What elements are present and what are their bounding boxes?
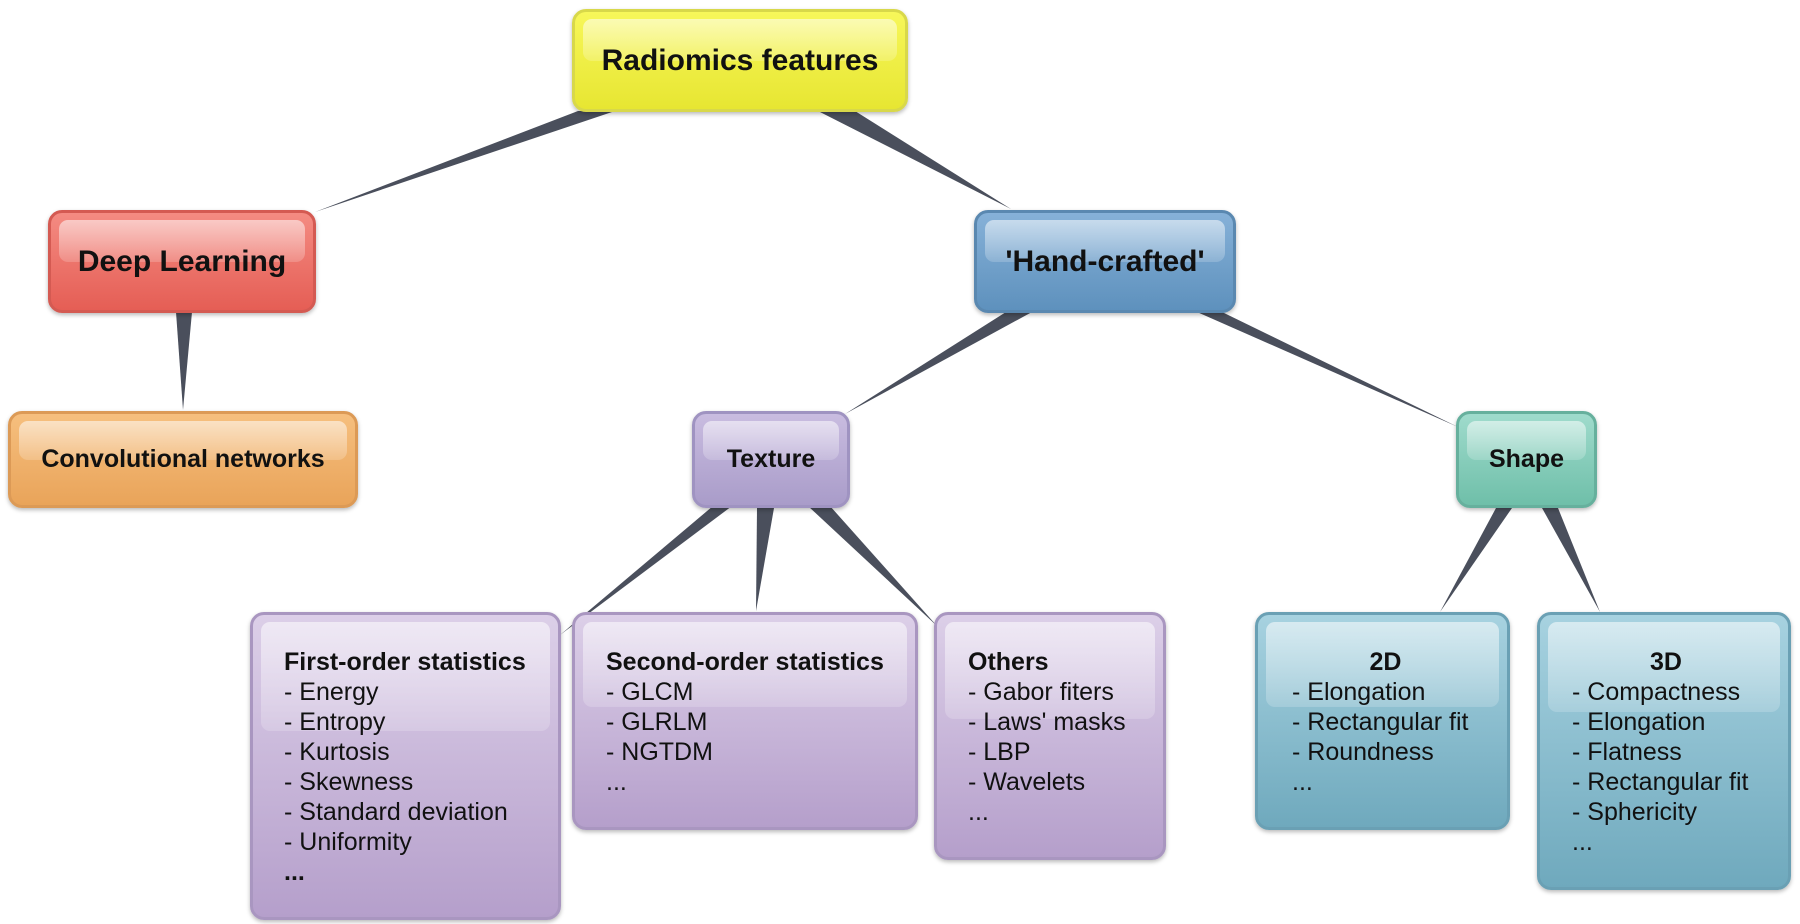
list-item: ... [1292, 768, 1313, 796]
list-item: - Wavelets [968, 768, 1086, 796]
list-item: - Sphericity [1572, 798, 1698, 826]
list-item: ... [968, 798, 989, 826]
list-item: - Elongation [1572, 708, 1706, 736]
texture-title: Texture [726, 445, 816, 473]
list-item: - Uniformity [284, 828, 412, 856]
list-item: - Compactness [1572, 678, 1741, 706]
second-order-statistics-list: - GLCM - GLRLM - NGTDM ... [606, 677, 915, 797]
connector-deep-learning-convolutional [176, 312, 192, 410]
shape-3d-title: 3D [1650, 648, 1682, 676]
list-item: - Rectangular fit [1572, 768, 1749, 796]
list-item: - Energy [284, 678, 379, 706]
shape-3d-list: - Compactness - Elongation - Flatness - … [1572, 677, 1788, 857]
list-item: - Kurtosis [284, 738, 390, 766]
list-item: ... [606, 768, 627, 796]
others-title: Others [968, 648, 1049, 676]
others-list: - Gabor fiters - Laws' masks - LBP - Wav… [968, 677, 1163, 827]
list-item: - Entropy [284, 708, 386, 736]
connector-root-deep-learning [315, 111, 615, 212]
list-item: ... [284, 858, 305, 886]
connector-texture-others [808, 506, 937, 626]
list-item: - Laws' masks [968, 708, 1126, 736]
connector-texture-first-order [560, 506, 732, 635]
connector-shape-3d [1542, 508, 1600, 612]
list-item: - Skewness [284, 768, 414, 796]
connector-shape-2d [1440, 508, 1512, 612]
list-item: - Gabor fiters [968, 678, 1114, 706]
shape-node: Shape [1456, 411, 1597, 508]
convolutional-networks-node: Convolutional networks [8, 411, 358, 508]
list-item: - GLCM [606, 678, 694, 706]
deep-learning-node: Deep Learning [48, 210, 316, 313]
texture-node: Texture [692, 411, 850, 508]
root-node-title: Radiomics features [601, 43, 879, 77]
shape-title: Shape [1488, 445, 1565, 473]
hand-crafted-title: 'Hand-crafted' [1005, 244, 1205, 278]
connector-hand-crafted-shape [1197, 312, 1458, 427]
list-item: - Rectangular fit [1292, 708, 1469, 736]
shape-2d-list: - Elongation - Rectangular fit - Roundne… [1292, 677, 1507, 797]
first-order-statistics-list: - Energy - Entropy - Kurtosis - Skewness… [284, 677, 558, 887]
hand-crafted-node: 'Hand-crafted' [974, 210, 1236, 313]
first-order-statistics-title: First-order statistics [284, 648, 526, 676]
others-node: Others - Gabor fiters - Laws' masks - LB… [934, 612, 1166, 860]
list-item: - Standard deviation [284, 798, 508, 826]
list-item: - LBP [968, 738, 1031, 766]
convolutional-networks-title: Convolutional networks [41, 445, 325, 473]
root-node: Radiomics features [572, 9, 908, 112]
connector-hand-crafted-texture [845, 312, 1032, 414]
list-item: - Flatness [1572, 738, 1682, 766]
list-item: ... [1572, 828, 1593, 856]
first-order-statistics-node: First-order statistics - Energy - Entrop… [250, 612, 561, 920]
shape-3d-node: 3D - Compactness - Elongation - Flatness… [1537, 612, 1791, 890]
deep-learning-title: Deep Learning [77, 244, 287, 278]
second-order-statistics-node: Second-order statistics - GLCM - GLRLM -… [572, 612, 918, 830]
second-order-statistics-title: Second-order statistics [606, 648, 884, 676]
list-item: - Elongation [1292, 678, 1426, 706]
connector-root-hand-crafted [818, 111, 1011, 209]
list-item: - GLRLM [606, 708, 708, 736]
shape-2d-title: 2D [1369, 648, 1402, 676]
list-item: - NGTDM [606, 738, 713, 766]
shape-2d-node: 2D - Elongation - Rectangular fit - Roun… [1255, 612, 1510, 830]
list-item: - Roundness [1292, 738, 1434, 766]
connector-texture-second-order [756, 508, 774, 611]
